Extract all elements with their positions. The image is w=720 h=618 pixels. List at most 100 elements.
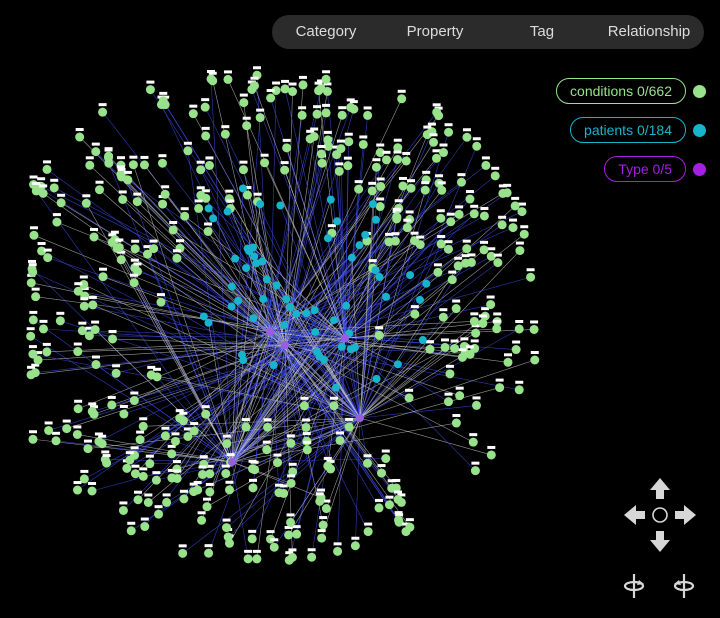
graph-node[interactable]	[162, 497, 172, 507]
graph-node[interactable]	[410, 309, 420, 319]
graph-node[interactable]	[189, 426, 199, 436]
graph-node[interactable]	[202, 502, 212, 512]
graph-node[interactable]	[334, 166, 344, 176]
graph-node[interactable]	[422, 279, 431, 288]
graph-node[interactable]	[168, 225, 178, 235]
graph-node[interactable]	[321, 504, 331, 514]
graph-node[interactable]	[122, 463, 132, 473]
graph-node[interactable]	[437, 185, 447, 195]
graph-node[interactable]	[143, 497, 153, 507]
graph-node[interactable]	[282, 295, 291, 304]
graph-node[interactable]	[272, 281, 281, 290]
graph-node[interactable]	[42, 164, 52, 174]
graph-node[interactable]	[224, 485, 234, 495]
tab-category[interactable]: Category	[295, 23, 357, 40]
graph-node[interactable]	[461, 258, 471, 268]
graph-node[interactable]	[492, 324, 502, 334]
graph-node[interactable]	[486, 300, 496, 310]
graph-node[interactable]	[91, 147, 101, 157]
graph-node[interactable]	[269, 542, 279, 552]
graph-node[interactable]	[292, 529, 302, 539]
graph-node[interactable]	[416, 295, 425, 304]
graph-node[interactable]	[529, 324, 539, 334]
graph-node[interactable]	[111, 368, 121, 378]
graph-node[interactable]	[354, 184, 364, 194]
graph-node[interactable]	[201, 131, 211, 141]
rotate-left-icon[interactable]	[623, 574, 645, 598]
graph-node[interactable]	[451, 418, 461, 428]
graph-node[interactable]	[286, 438, 296, 448]
graph-node[interactable]	[333, 546, 343, 556]
graph-node[interactable]	[172, 253, 182, 263]
graph-node[interactable]	[73, 347, 83, 357]
graph-node[interactable]	[199, 312, 208, 321]
graph-node[interactable]	[343, 161, 353, 171]
graph-node[interactable]	[223, 74, 233, 84]
graph-node[interactable]	[43, 253, 53, 263]
graph-node[interactable]	[128, 160, 138, 170]
graph-node[interactable]	[183, 431, 193, 441]
graph-node[interactable]	[465, 194, 475, 204]
graph-node[interactable]	[362, 458, 372, 468]
graph-node[interactable]	[259, 295, 268, 304]
graph-node[interactable]	[393, 143, 403, 153]
graph-node[interactable]	[260, 158, 270, 168]
graph-node[interactable]	[468, 437, 478, 447]
graph-node[interactable]	[90, 325, 100, 335]
graph-node[interactable]	[28, 434, 38, 444]
graph-node[interactable]	[84, 331, 94, 341]
graph-node[interactable]	[302, 309, 311, 318]
graph-node[interactable]	[130, 469, 140, 479]
graph-node[interactable]	[425, 344, 435, 354]
graph-node[interactable]	[91, 360, 101, 370]
graph-node[interactable]	[204, 204, 213, 213]
graph-node[interactable]	[288, 87, 298, 97]
graph-node[interactable]	[462, 244, 472, 254]
graph-node[interactable]	[262, 275, 271, 284]
graph-node[interactable]	[342, 301, 351, 310]
graph-node[interactable]	[56, 198, 66, 208]
graph-node[interactable]	[381, 454, 391, 464]
graph-node[interactable]	[31, 292, 41, 302]
graph-node[interactable]	[530, 355, 540, 365]
graph-node[interactable]	[227, 282, 236, 291]
graph-node[interactable]	[160, 189, 170, 199]
graph-node[interactable]	[486, 450, 496, 460]
graph-node[interactable]	[256, 200, 265, 209]
graph-node[interactable]	[83, 444, 93, 454]
graph-node[interactable]	[375, 272, 384, 281]
graph-node[interactable]	[358, 139, 368, 149]
graph-node[interactable]	[309, 132, 319, 142]
graph-node[interactable]	[453, 261, 463, 271]
graph-node[interactable]	[374, 330, 384, 340]
graph-node[interactable]	[170, 436, 180, 446]
graph-node[interactable]	[286, 478, 296, 488]
graph-node[interactable]	[204, 160, 214, 170]
center-icon[interactable]	[652, 507, 668, 523]
graph-node[interactable]	[436, 239, 446, 249]
graph-node[interactable]	[249, 81, 259, 91]
graph-node[interactable]	[350, 343, 359, 352]
graph-node[interactable]	[472, 400, 482, 410]
graph-node[interactable]	[299, 401, 309, 411]
graph-node[interactable]	[263, 422, 273, 432]
graph-node[interactable]	[490, 171, 500, 181]
graph-node[interactable]	[456, 177, 466, 187]
tab-relationship[interactable]: Relationship	[607, 23, 691, 40]
graph-node[interactable]	[28, 315, 38, 325]
graph-node[interactable]	[269, 361, 278, 370]
graph-node[interactable]	[465, 349, 475, 359]
graph-node[interactable]	[167, 449, 177, 459]
graph-node[interactable]	[471, 328, 481, 338]
graph-node[interactable]	[374, 503, 384, 513]
graph-node[interactable]	[497, 220, 507, 230]
graph-node[interactable]	[221, 469, 231, 479]
graph-node[interactable]	[75, 132, 85, 142]
graph-node[interactable]	[33, 355, 43, 365]
graph-node[interactable]	[350, 541, 360, 551]
graph-node[interactable]	[444, 127, 454, 137]
graph-node[interactable]	[26, 331, 36, 341]
graph-node[interactable]	[55, 316, 65, 326]
graph-node[interactable]	[436, 213, 446, 223]
